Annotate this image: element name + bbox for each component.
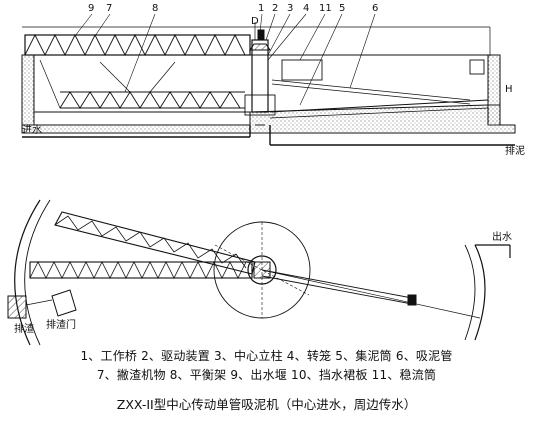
tank-wall-right-inner	[464, 244, 476, 341]
leader-9	[74, 13, 93, 37]
skimmer-arm	[261, 269, 481, 319]
drive-unit	[257, 29, 265, 41]
leader-11	[299, 13, 326, 61]
stilling-cylinder	[281, 59, 323, 81]
part-label-5: 5	[339, 3, 345, 14]
legend-line-1: 1、工作桥 2、驱动装置 3、中心立柱 4、转笼 5、集泥筒 6、吸泥管	[80, 349, 453, 363]
tank-wall-left-outer	[14, 199, 41, 346]
suction-pipe-2	[271, 83, 471, 105]
sludge-collector	[244, 94, 276, 116]
part-label-6: 6	[372, 3, 378, 14]
scum-gate-label: 排渣门	[46, 318, 76, 331]
scum-gate	[51, 289, 77, 317]
plan-view	[7, 199, 511, 346]
part-label-9: 9	[88, 3, 94, 14]
tank-floor-slab	[21, 104, 516, 134]
skimmer-line-3	[149, 61, 176, 93]
suction-pipe-end	[407, 294, 417, 306]
part-label-3: 3	[287, 3, 293, 14]
leader-3	[267, 13, 291, 56]
scum-label: 排渣	[14, 322, 34, 335]
working-bridge	[24, 34, 251, 56]
part-label-1: 1	[258, 3, 264, 14]
scum-channel	[25, 299, 53, 306]
part-label-2: 2	[272, 3, 278, 14]
part-number-labels: 9 7 8 1 2 3 4 11 5 6 D H 进水 排泥	[22, 3, 525, 157]
dimension-h-label: H	[505, 84, 513, 95]
center-column	[251, 39, 269, 113]
bridge-truss-web	[24, 33, 246, 57]
inlet-label: 进水	[22, 124, 42, 136]
outlet-weir	[469, 59, 485, 75]
leader-6	[349, 13, 376, 89]
rotating-cage	[249, 43, 271, 51]
leader-8	[124, 13, 156, 93]
plan-labels: 出水 排渣 排渣门	[14, 230, 512, 335]
section-view	[21, 13, 516, 146]
skimmer-line-1	[39, 59, 61, 109]
sludge-outlet-label: 排泥	[505, 144, 525, 157]
leader-4	[267, 13, 307, 61]
plan-bridge-horizontal-web	[29, 261, 247, 279]
plan-bridge-diagonal-web	[54, 215, 247, 269]
leader-7	[94, 13, 111, 37]
leader-5	[299, 13, 343, 106]
suction-pipe-a	[261, 269, 413, 299]
balance-frame-web	[59, 91, 241, 109]
figure-caption: ZXX-II型中心传动单管吸泥机（中心进水，周边传水）	[116, 397, 417, 412]
part-label-8: 8	[152, 3, 158, 14]
skimmer-line-2	[99, 61, 131, 93]
plan-bridge-diagonal	[54, 211, 256, 275]
leader-1	[259, 13, 263, 33]
left-tank-wall	[21, 54, 35, 126]
floor-line-right-2	[269, 107, 489, 119]
tank-wall-right-outer	[474, 244, 486, 341]
suction-pipe-b	[261, 275, 413, 305]
part-label-4: 4	[303, 3, 309, 14]
leader-2	[265, 13, 276, 41]
legend-line-2: 7、撇渣机物 8、平衡架 9、出水堰 10、挡水裙板 11、稳流筒	[96, 368, 437, 382]
tank-wall-left-inner	[24, 199, 51, 346]
plan-bridge-horizontal	[29, 261, 253, 279]
scum-box	[7, 295, 27, 319]
centerline-diagonal	[214, 244, 310, 296]
part-label-11: 11	[319, 3, 332, 14]
part-label-7: 7	[106, 3, 112, 14]
outlet-label: 出水	[492, 230, 512, 243]
suction-pipe	[271, 79, 471, 101]
dimension-d-label: D	[251, 16, 259, 27]
